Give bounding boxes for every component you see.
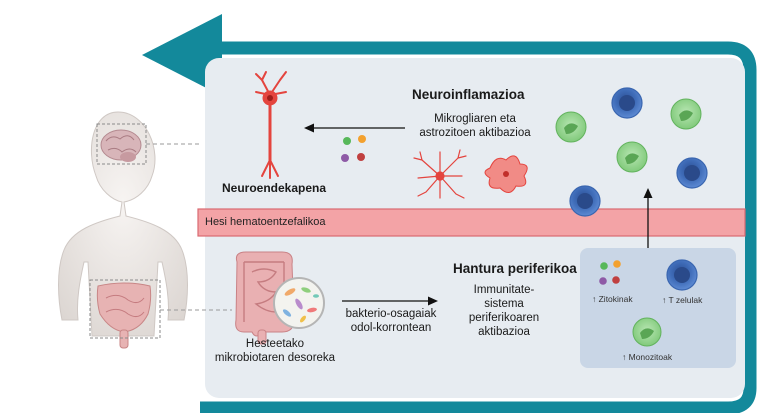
gut-highlight-box [89, 279, 161, 339]
immune-activation-label: Immunitate- sistema periferikoaren aktib… [452, 283, 556, 339]
legend-t-cells: ↑ T zelulak [662, 295, 703, 305]
blood-brain-barrier [197, 208, 746, 237]
upper-immune-cells [555, 87, 708, 217]
monocyte-cell [555, 111, 587, 143]
neuron-illustration [255, 71, 287, 179]
t-cell [676, 157, 708, 189]
bacterial-components-label: bakterio-osagaiak odol-korrontean [338, 307, 444, 335]
t-cell [569, 185, 601, 217]
brain-illustration [100, 129, 142, 162]
glia-activation-line-2: astrozitoen aktibazioa [419, 127, 531, 139]
brain-highlight-box [96, 123, 147, 165]
immune-activation-line-3: periferikoaren [468, 312, 540, 324]
immune-activation-line-4: aktibazioa [478, 326, 530, 338]
t-cell [611, 87, 643, 119]
torso-intestine [96, 282, 152, 349]
legend-cytokines: ↑ Zitokinak [592, 294, 633, 304]
gut-dysbiosis-label: Hesteetako mikrobiotaren desoreka [212, 337, 338, 365]
cycle-frame [142, 14, 757, 413]
neuroinflammation-title: Neuroinflamazioa [412, 87, 525, 102]
immune-activation-line-2: sistema [484, 298, 524, 310]
monocyte-cell [670, 98, 702, 130]
immune-activation-line-1: Immunitate- [473, 284, 535, 296]
microglia-illustration [413, 149, 467, 199]
peripheral-inflammation-title: Hantura periferikoa [453, 261, 577, 276]
brain-cytokines [341, 135, 366, 162]
neurodegeneration-label: Neuroendekapena [222, 181, 327, 195]
microbiota-magnifier [273, 277, 325, 329]
glia-activation-label: Mikrogliaren eta astrozitoen aktibazioa [410, 112, 540, 140]
astrocyte-illustration [484, 155, 528, 193]
gut-dysbiosis-line-1: Hesteetako [245, 338, 305, 350]
monocyte-cell [616, 141, 648, 173]
glia-activation-line-1: Mikrogliaren eta [434, 113, 516, 125]
inset-t-cell [666, 259, 698, 291]
blood-brain-barrier-label: Hesi hematoentzefalikoa [205, 216, 326, 228]
legend-monocytes: ↑ Monozitoak [622, 352, 673, 362]
arrow-to-neurodegeneration [304, 123, 405, 133]
inset-monocyte [632, 317, 662, 347]
arrow-to-immune-activation [342, 296, 438, 306]
cycle-arrowhead [142, 14, 222, 96]
arrow-to-brain [643, 188, 653, 248]
inset-cytokines [599, 260, 621, 285]
gut-dysbiosis-line-2: mikrobiotaren desoreka [214, 352, 336, 364]
bacterial-components-line-2: odol-korrontean [350, 322, 432, 334]
bacterial-components-line-1: bakterio-osagaiak [345, 308, 437, 320]
